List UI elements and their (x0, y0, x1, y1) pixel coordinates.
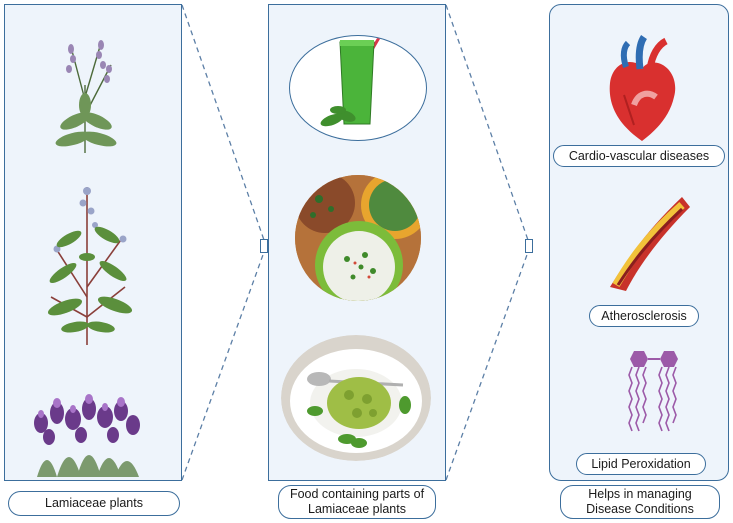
heart-icon (609, 35, 676, 141)
diseases-panel: Cardio-vascular diseases Atherosclerosis… (549, 4, 729, 481)
connector-line-bottom-left (181, 251, 265, 481)
salad-circle (281, 335, 431, 461)
helps-label-line2: Disease Conditions (586, 502, 694, 516)
helps-label-line1: Helps in managing (588, 487, 692, 501)
atherosclerosis-label-text: Atherosclerosis (601, 308, 687, 323)
green-smoothie-icon (320, 36, 382, 127)
connector-cap-right (525, 239, 533, 253)
connector-cap-left (260, 239, 268, 253)
lipid-peroxidation-label: Lipid Peroxidation (576, 453, 706, 475)
food-panel (268, 4, 446, 481)
plants-panel (4, 4, 182, 481)
atherosclerosis-label: Atherosclerosis (589, 305, 699, 327)
sage-plant-icon (55, 40, 117, 153)
food-label-line2: Lamiaceae plants (308, 502, 406, 516)
connector-line-top-right (445, 4, 529, 241)
flowering-herb-icon (47, 187, 133, 345)
lavender-icon (34, 394, 140, 477)
herb-salad-plate-icon (281, 335, 431, 461)
helps-label: Helps in managing Disease Conditions (560, 485, 720, 519)
cardio-label: Cardio-vascular diseases (553, 145, 725, 167)
food-label: Food containing parts of Lamiaceae plant… (278, 485, 436, 519)
plants-label: Lamiaceae plants (8, 491, 180, 516)
connector-line-bottom-right (445, 251, 529, 481)
plants-label-text: Lamiaceae plants (45, 496, 143, 510)
cardio-label-text: Cardio-vascular diseases (568, 148, 710, 163)
phospholipid-icon (628, 351, 678, 432)
connector-line-top-left (181, 4, 265, 241)
artery-plaque-icon (610, 197, 690, 291)
lipid-peroxidation-label-text: Lipid Peroxidation (591, 456, 691, 471)
smoothie-circle (289, 35, 427, 141)
herb-dishes-icon (295, 175, 421, 301)
food-label-line1: Food containing parts of (289, 487, 425, 501)
dishes-circle (295, 175, 421, 301)
